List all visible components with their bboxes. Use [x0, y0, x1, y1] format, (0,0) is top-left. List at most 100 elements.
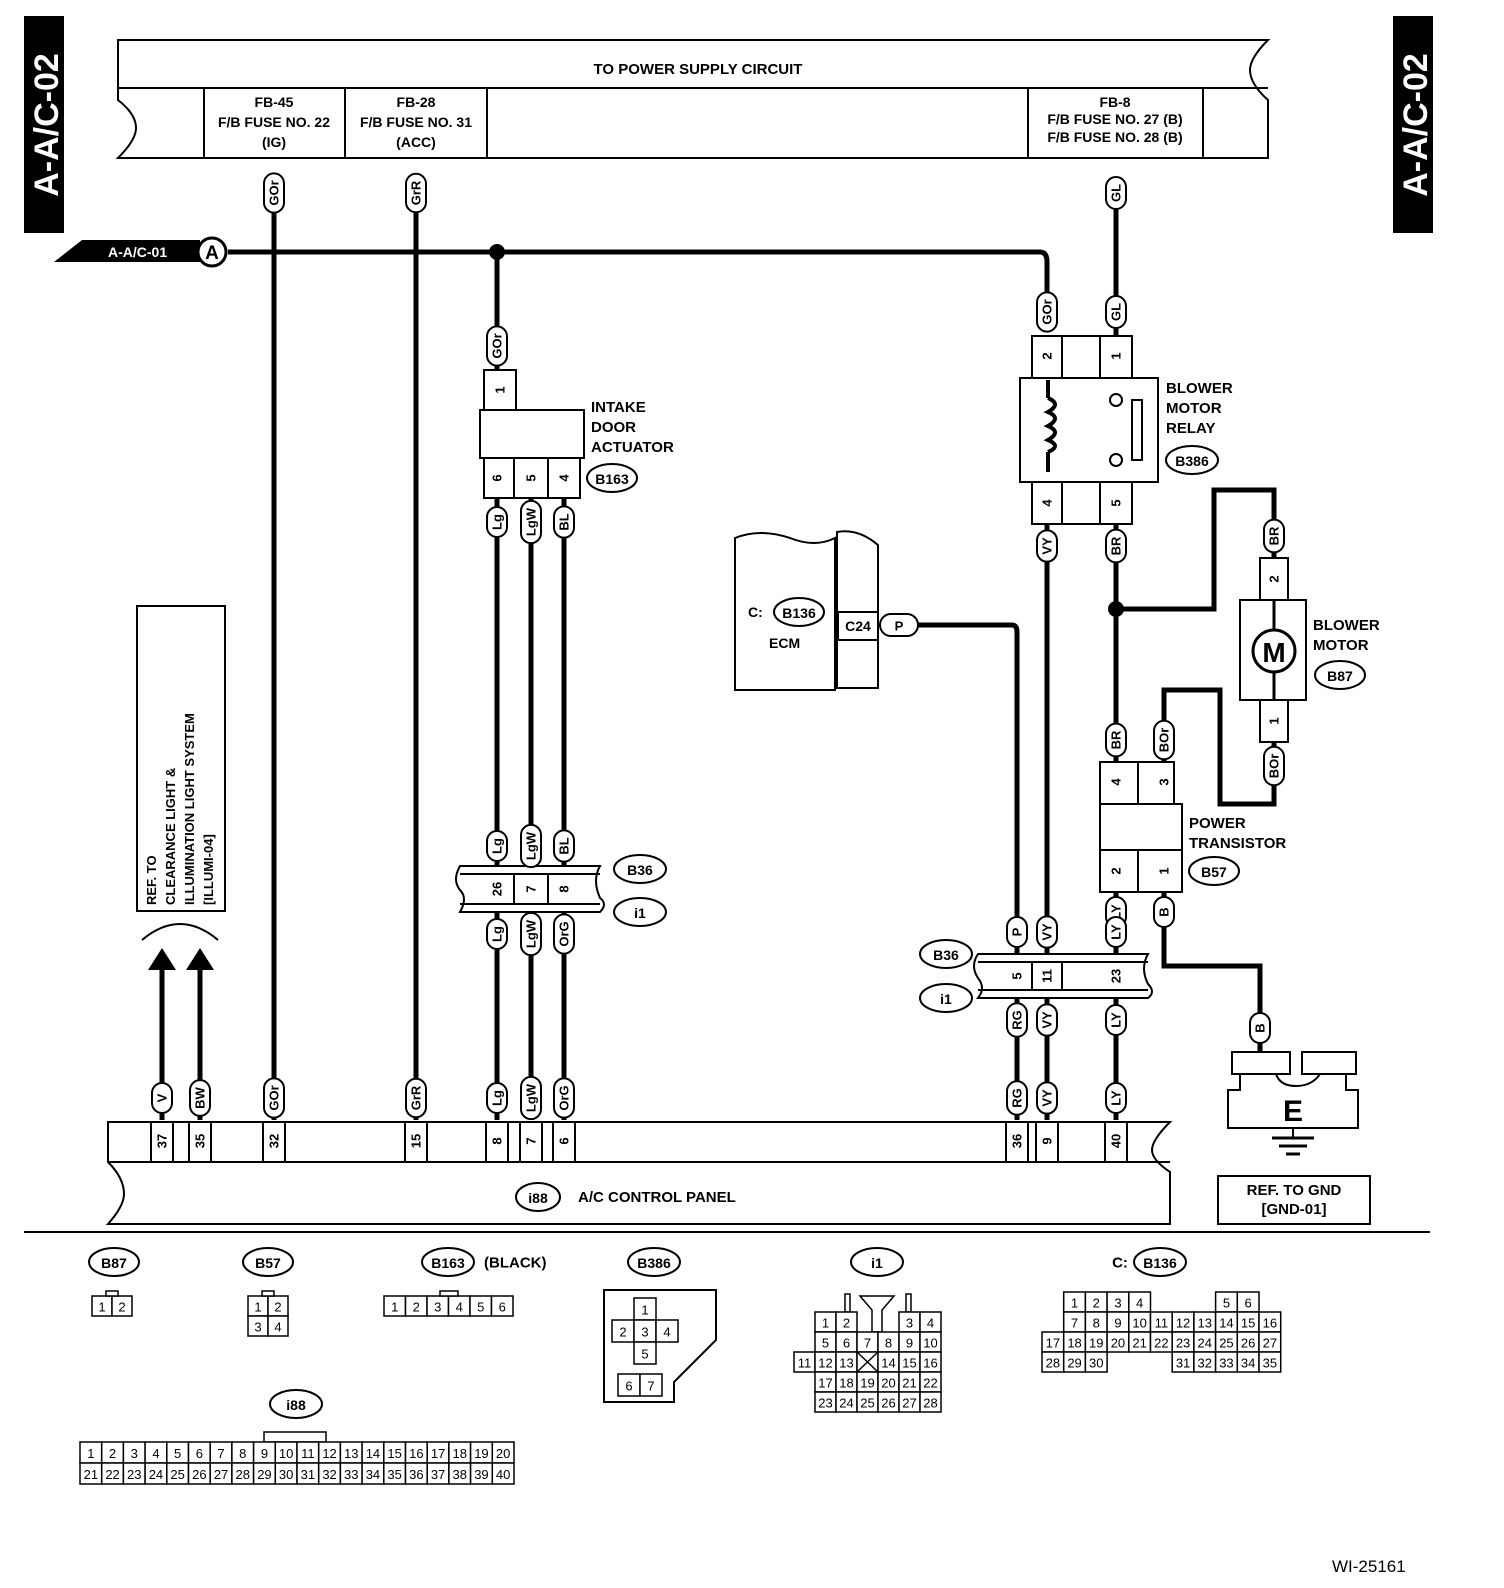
pin-cell-number: 2 [843, 1316, 850, 1331]
pin-number: 6 [490, 474, 505, 481]
pin-cell-number: 17 [1046, 1336, 1060, 1351]
pin-number: 2 [1109, 867, 1124, 874]
wire-color-label: VY [1040, 1089, 1055, 1107]
arrow-up-icon [148, 948, 176, 970]
pin-cell-number: 38 [453, 1467, 467, 1482]
intake-door-actuator: INTAKE DOOR ACTUATOR [479, 369, 674, 499]
wire-pill [1263, 518, 1285, 554]
svg-text:BLOWER: BLOWER [1313, 617, 1380, 634]
page-tab-right [1393, 16, 1433, 233]
pin-cell-number: 3 [434, 1300, 441, 1315]
pin-number: 9 [1040, 1137, 1055, 1144]
pin-cell-number: 8 [239, 1446, 246, 1461]
motor-icon [1251, 628, 1297, 674]
pin-number: 4 [1109, 778, 1124, 786]
svg-text:F/B FUSE NO. 27 (B): F/B FUSE NO. 27 (B) [1047, 111, 1182, 127]
pin-number: 4 [557, 474, 572, 482]
wire-pill [553, 505, 575, 539]
wire-pill [1105, 722, 1127, 758]
pin-cell-number: 15 [902, 1356, 916, 1371]
svg-text:REF. TO GND: REF. TO GND [1247, 1182, 1342, 1199]
pin-cell-number: 40 [496, 1467, 510, 1482]
junction-left [455, 865, 605, 913]
pin-cell-number: 6 [1245, 1296, 1252, 1311]
wire-color-label: LgW [524, 831, 539, 860]
pin-cell-number: 35 [1263, 1356, 1277, 1371]
wire-pill [1105, 294, 1127, 330]
pin-cell-number: 31 [1176, 1356, 1190, 1371]
wire-color-label: LgW [524, 919, 539, 948]
svg-text:ILLUMINATION LIGHT SYSTEM: ILLUMINATION LIGHT SYSTEM [182, 713, 197, 905]
pin-box [404, 1121, 428, 1163]
pin-cell-number: 20 [881, 1376, 895, 1391]
connector-oval [1314, 660, 1366, 690]
svg-text:(IG): (IG) [262, 134, 286, 150]
pin-cell [491, 1462, 515, 1485]
pin-box [150, 1121, 174, 1163]
pin-cell-number: 30 [1089, 1356, 1103, 1371]
pin-cell-number: 6 [499, 1300, 506, 1315]
pin-cell-number: 16 [409, 1446, 423, 1461]
pin-number: 5 [1010, 972, 1025, 979]
pin-number: 7 [524, 885, 539, 892]
pin-cell-number: 20 [1111, 1336, 1125, 1351]
wire-pill [1036, 1003, 1058, 1037]
pin-cell-number: 22 [1154, 1336, 1168, 1351]
connector-oval [515, 1182, 561, 1212]
pin-cell-number: 28 [923, 1396, 937, 1411]
svg-text:C:: C: [748, 604, 763, 620]
pin-cell-number: 26 [192, 1467, 206, 1482]
reference-box [136, 605, 226, 912]
wire-color-label: Lg [490, 514, 505, 530]
pin-cell-number: 27 [902, 1396, 916, 1411]
svg-text:MOTOR: MOTOR [1166, 400, 1222, 417]
wire-color-label: BW [193, 1086, 208, 1108]
wire-pill [1105, 1082, 1127, 1114]
pin-cell-number: 2 [274, 1300, 281, 1315]
pin-number: 1 [1267, 717, 1282, 724]
pin-number: 5 [1109, 499, 1124, 506]
pin-cell-number: 1 [391, 1300, 398, 1315]
connector-oval [919, 939, 973, 969]
wire-pill [1006, 1002, 1028, 1038]
pin-number: 1 [1157, 867, 1172, 874]
connector-oval [850, 1247, 904, 1277]
wire-pill [1249, 1012, 1271, 1044]
connector-label: B36 [933, 947, 959, 963]
svg-text:M: M [1262, 637, 1285, 668]
pin-cell-number: 3 [1114, 1296, 1121, 1311]
connector-oval [919, 983, 973, 1013]
connector-label: B163 [595, 471, 629, 487]
blower-motor: M BLOWER MOTOR [1239, 557, 1380, 743]
pin-cell [655, 1319, 679, 1343]
wire-pill [1263, 745, 1285, 787]
pin-number: 5 [524, 474, 539, 481]
wire-pill [405, 172, 427, 214]
connector-label: B163 [431, 1255, 465, 1271]
pin-cell-number: 5 [822, 1336, 829, 1351]
pin-cell-number: 7 [1071, 1316, 1078, 1331]
wire-pill [553, 1077, 575, 1119]
pin-cell-number: 8 [885, 1336, 892, 1351]
power-supply-box [115, 39, 1271, 159]
wire-color-label: LY [1109, 924, 1124, 940]
pin-number: 11 [1040, 969, 1055, 983]
pin-box [1005, 1121, 1029, 1163]
pin-cell-number: 13 [839, 1356, 853, 1371]
pin-number: 23 [1109, 969, 1124, 983]
connector-label: i1 [940, 991, 952, 1007]
pin-box [262, 1121, 286, 1163]
connector-color-label: (BLACK) [484, 1255, 546, 1272]
pin-cell [919, 1391, 942, 1413]
pin-cell-number: 7 [217, 1446, 224, 1461]
pin-cell-number: 5 [641, 1347, 648, 1362]
pin-cell-number: 3 [906, 1316, 913, 1331]
pin-cell-number: 4 [1136, 1296, 1143, 1311]
ground: E REF. TO GND [GND-01] [1217, 1051, 1371, 1225]
wire-color-label: RG [1010, 1088, 1025, 1108]
wire-pill [520, 1075, 542, 1121]
svg-text:FB-8: FB-8 [1099, 94, 1130, 110]
pin-cell [633, 1341, 657, 1365]
connector-label: B87 [1327, 668, 1353, 684]
